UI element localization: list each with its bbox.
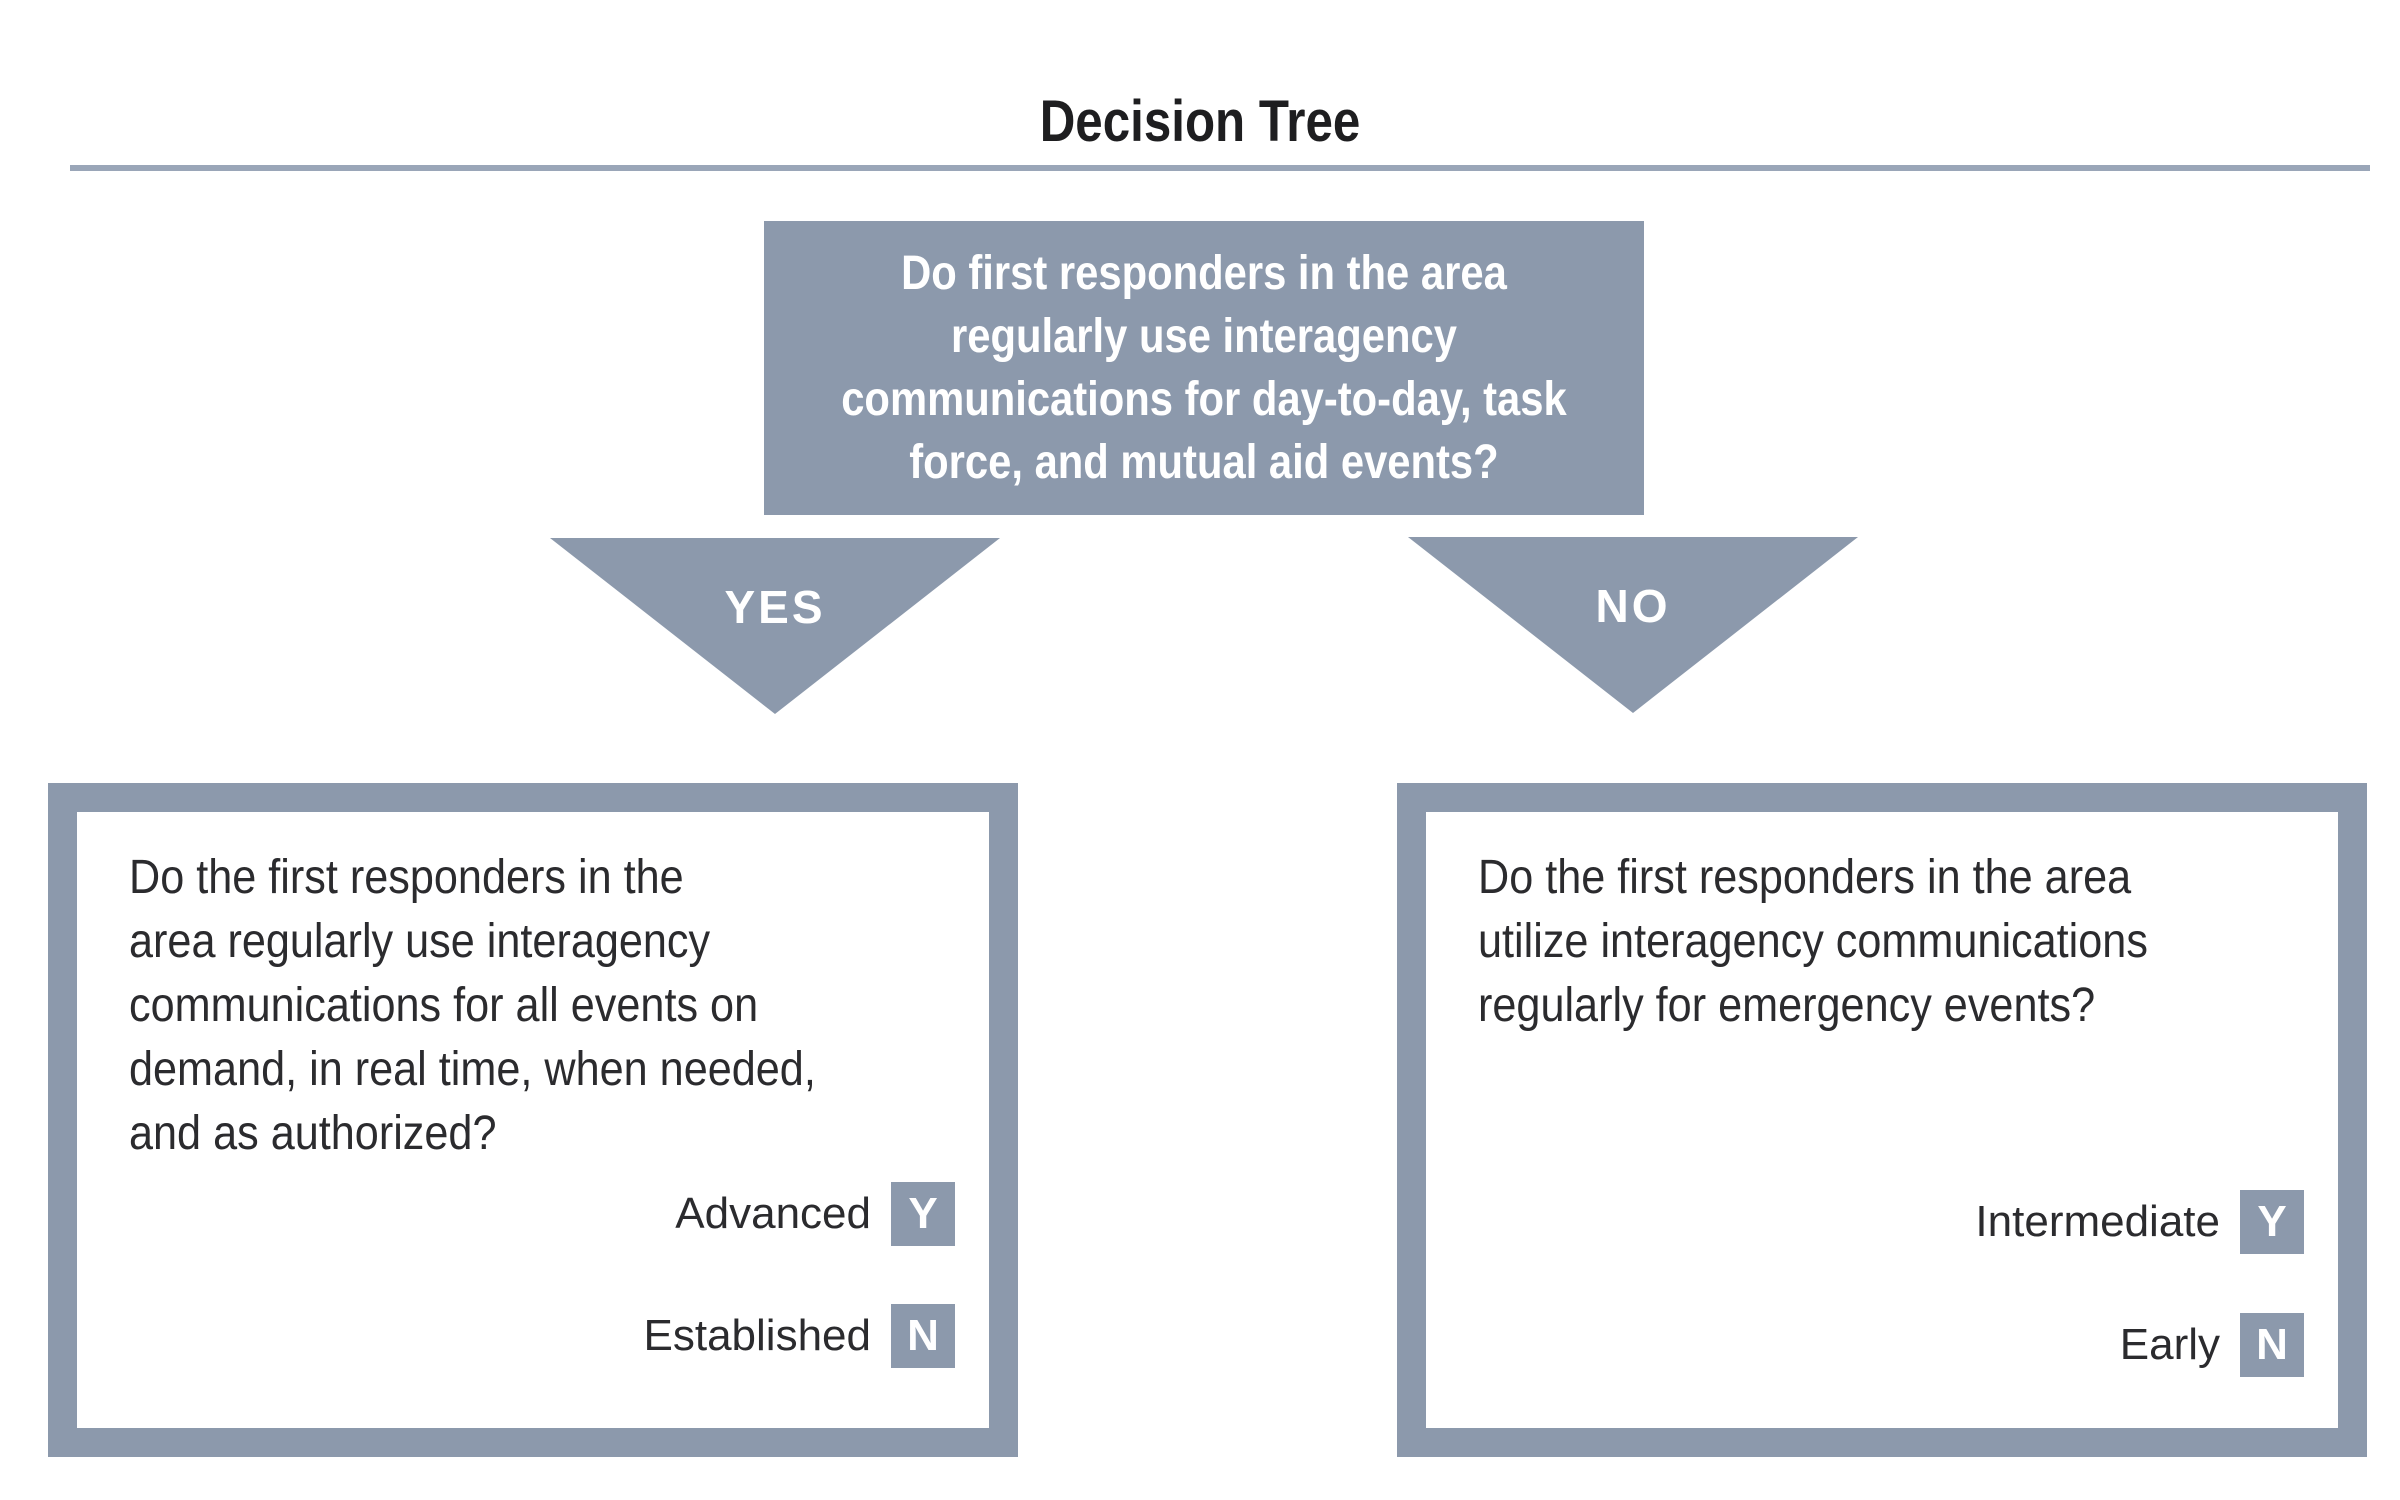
no-branch-question-text: Do the first responders in the area util… [1478,851,2148,1032]
yes-badge: Y [891,1182,955,1246]
answer-label-established: Established [643,1311,871,1360]
yes-branch-question-box: Do the first responders in the area regu… [48,783,1018,1457]
root-question-box: Do first responders in the area regularl… [764,221,1644,515]
answer-label-early: Early [2119,1320,2220,1369]
answer-row-intermediate: Intermediate Y [1975,1190,2304,1254]
yes-badge: Y [2240,1190,2304,1254]
answer-label-advanced: Advanced [675,1189,871,1238]
no-branch-question-box: Do the first responders in the area util… [1397,783,2367,1457]
root-question-text: Do first responders in the area regularl… [841,247,1567,489]
no-branch-label: NO [1595,580,1671,632]
yes-branch-arrow-icon: YES [550,538,1000,714]
no-badge: N [891,1304,955,1368]
yes-branch-question-text: Do the first responders in the area regu… [129,851,816,1160]
answer-row-established: Established N [644,1304,955,1368]
answer-row-early: Early N [2120,1313,2304,1377]
title-divider-line [70,165,2370,171]
yes-branch-label: YES [724,581,826,633]
no-badge: N [2240,1313,2304,1377]
answer-row-advanced: Advanced Y [675,1182,955,1246]
answer-label-intermediate: Intermediate [1975,1197,2220,1246]
no-branch-arrow-icon: NO [1408,537,1858,713]
page-title: Decision Tree [1039,89,1361,154]
